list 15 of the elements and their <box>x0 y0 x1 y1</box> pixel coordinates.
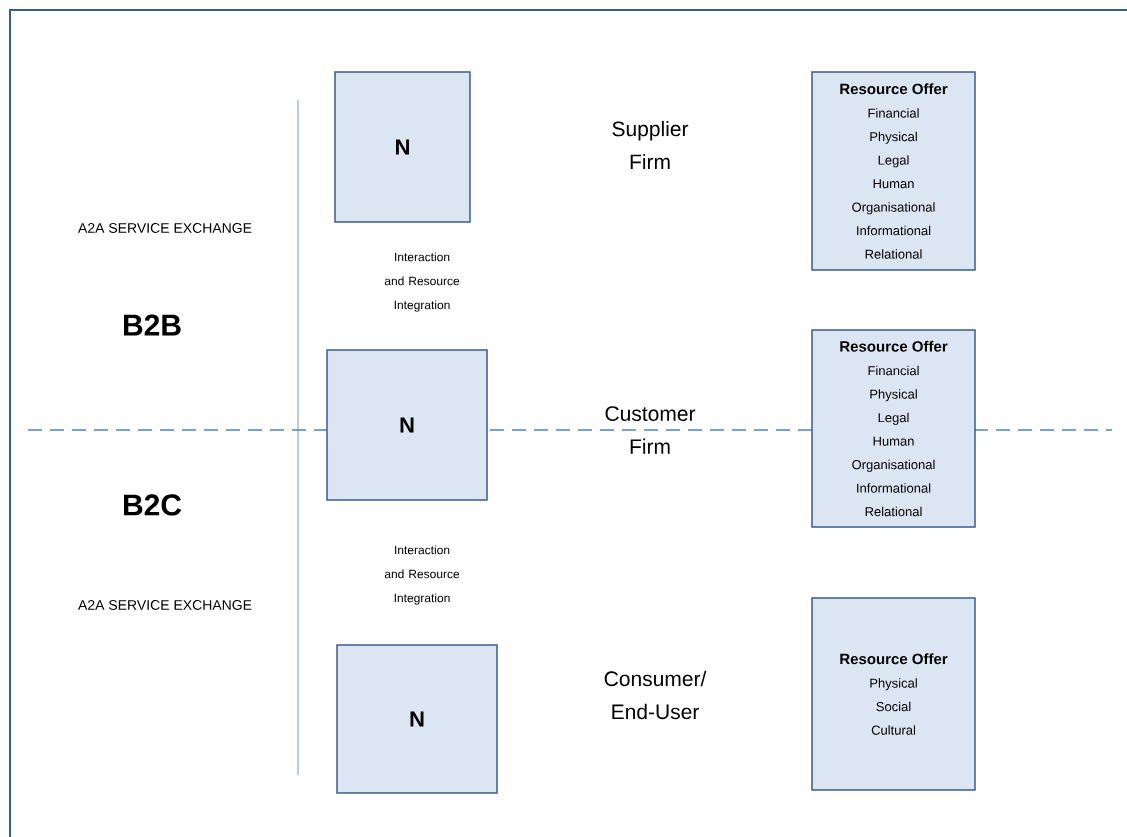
interaction-label: Interaction and Resource Integration <box>384 252 460 312</box>
actor-label: Customer Firm <box>605 406 696 454</box>
list-box: Resource Offer Physical Social Cultural <box>811 597 976 791</box>
section-heading: B2C <box>124 494 182 516</box>
actor-label: Supplier Firm <box>612 120 689 170</box>
list-box: Resource Offer Financial Physical Legal Human Organisational Informational Relational <box>811 71 976 271</box>
section-label: A2A SERVICE EXCHANGE <box>78 600 252 610</box>
square-box: N <box>336 644 498 794</box>
square-box: N <box>334 71 471 223</box>
square-box: N <box>326 349 488 501</box>
actor-label: Consumer/ End-User <box>604 670 707 720</box>
interaction-label: Interaction and Resource Integration <box>384 545 460 605</box>
list-box: Resource Offer Financial Physical Legal Human Organisational Informational Relational <box>811 329 976 528</box>
section-label: A2A SERVICE EXCHANGE <box>78 223 252 233</box>
section-heading: B2B <box>124 314 181 336</box>
